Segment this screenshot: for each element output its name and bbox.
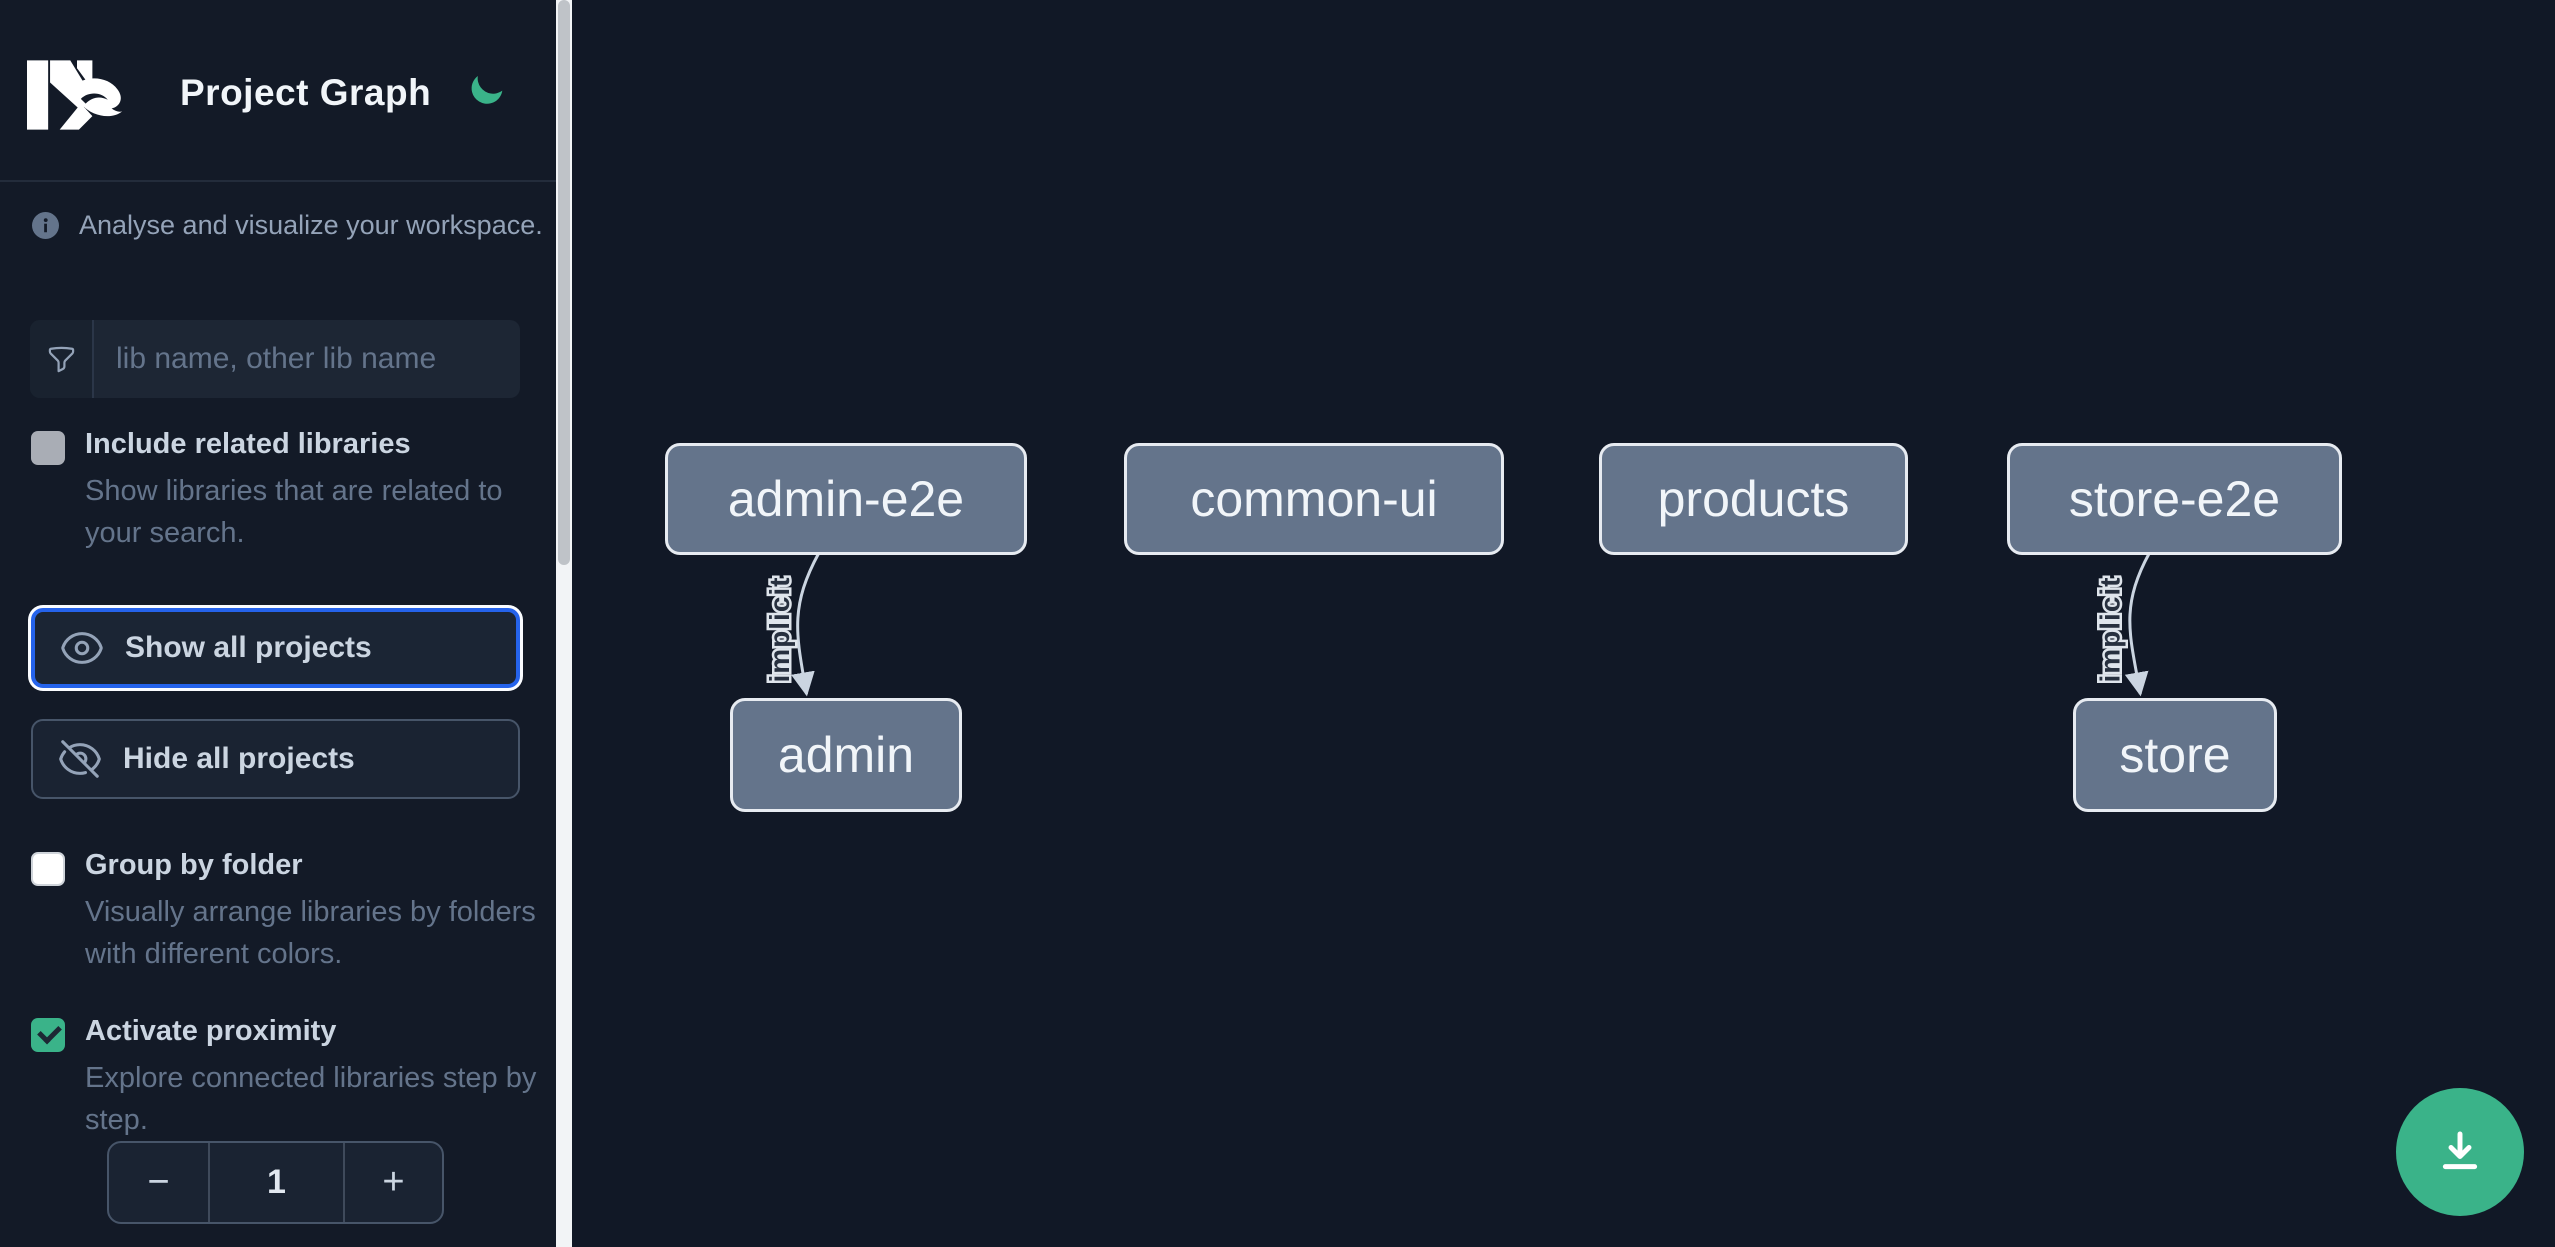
activate-proximity-description: Explore connected libraries step by step… (85, 1061, 537, 1136)
search-box (30, 320, 520, 398)
funnel-icon (30, 320, 94, 398)
hide-all-projects-button[interactable]: Hide all projects (31, 719, 520, 799)
sidebar-scrollbar-track[interactable] (556, 0, 572, 1247)
graph-node-admin[interactable]: admin (730, 698, 962, 812)
eye-icon (61, 632, 103, 664)
graph-canvas[interactable] (572, 0, 2555, 1247)
show-all-projects-label: Show all projects (125, 631, 372, 664)
proximity-decrement-button[interactable]: − (109, 1143, 208, 1222)
search-input[interactable] (94, 320, 520, 398)
include-related-checkbox[interactable] (31, 431, 65, 465)
include-related-description: Show libraries that are related to your … (85, 474, 503, 549)
minus-icon: − (147, 1161, 170, 1203)
sidebar: Project Graph Analyse and visualize your… (0, 0, 556, 1247)
graph-node-products[interactable]: products (1599, 443, 1908, 555)
proximity-stepper: − 1 + (107, 1141, 444, 1224)
activate-proximity-checkbox[interactable] (31, 1018, 65, 1052)
eye-slash-icon (59, 740, 101, 778)
sidebar-scrollbar-thumb[interactable] (558, 0, 570, 565)
graph-node-store[interactable]: store (2073, 698, 2277, 812)
proximity-increment-button[interactable]: + (345, 1143, 442, 1222)
include-related-label[interactable]: Include related libraries (85, 428, 411, 460)
graph-node-admin-e2e[interactable]: admin-e2e (665, 443, 1027, 555)
hide-all-projects-label: Hide all projects (123, 742, 355, 775)
group-by-folder-label[interactable]: Group by folder (85, 849, 303, 881)
info-text: Analyse and visualize your workspace. (79, 210, 543, 240)
header-divider (0, 180, 556, 182)
group-by-folder-checkbox[interactable] (31, 852, 65, 886)
info-icon (32, 212, 59, 239)
nx-logo-icon (27, 60, 123, 130)
moon-icon[interactable] (464, 68, 508, 112)
group-by-folder-description: Visually arrange libraries by folders wi… (85, 895, 536, 970)
info-row: Analyse and visualize your workspace. (32, 210, 543, 241)
page-title: Project Graph (180, 72, 432, 113)
plus-icon: + (382, 1161, 405, 1203)
sidebar-header: Project Graph (0, 0, 556, 180)
activate-proximity-row: Activate proximity Explore connected lib… (31, 1008, 536, 1141)
graph-node-common-ui[interactable]: common-ui (1124, 443, 1504, 555)
proximity-value: 1 (208, 1143, 345, 1222)
group-by-folder-row: Group by folder Visually arrange librari… (31, 842, 536, 975)
include-related-row: Include related libraries Show libraries… (31, 421, 526, 554)
download-graph-button[interactable] (2396, 1088, 2524, 1216)
activate-proximity-label[interactable]: Activate proximity (85, 1015, 337, 1047)
graph-node-store-e2e[interactable]: store-e2e (2007, 443, 2342, 555)
download-icon (2442, 1131, 2478, 1170)
show-all-projects-button[interactable]: Show all projects (31, 608, 520, 688)
